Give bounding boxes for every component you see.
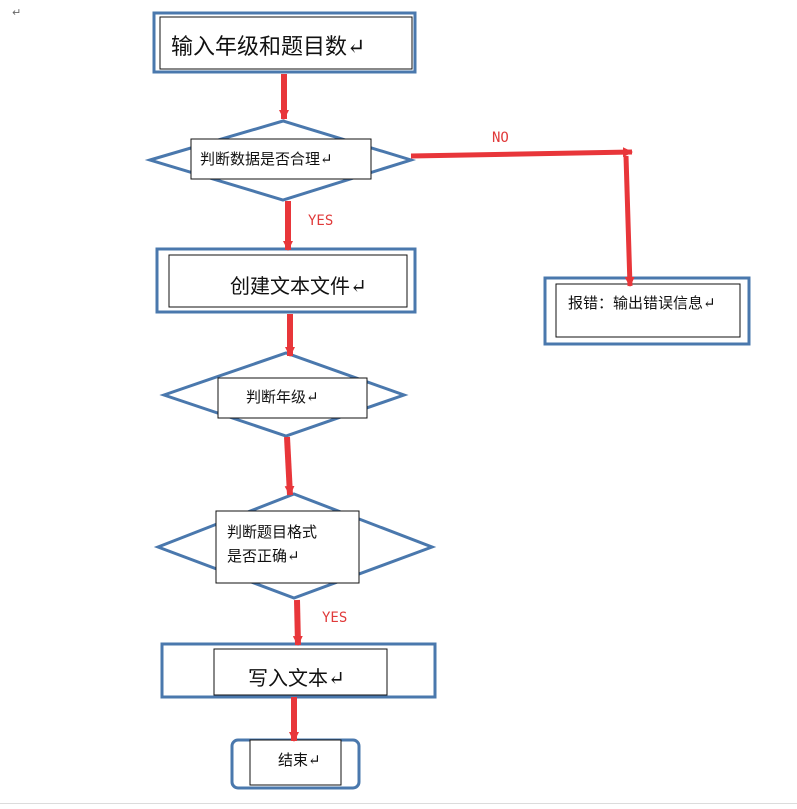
decision-check-data-valid: 判断数据是否合理↵ [144, 119, 417, 202]
edge-label-yes-1: YES [308, 213, 333, 229]
node-end: 结束↵ [230, 738, 361, 790]
decision-check-format: 判断题目格式 是否正确↵ [153, 492, 437, 600]
node-create-text-file: 创建文本文件↵ [155, 247, 417, 314]
node-inner-frame [213, 648, 388, 696]
node-inner-frame [555, 283, 741, 338]
node-label-check-data-valid: 判断数据是否合理↵ [200, 150, 333, 168]
node-label-create-text-file: 创建文本文件↵ [230, 274, 367, 298]
arrow-no-right [410, 147, 633, 159]
node-write-text: 写入文本↵ [160, 642, 437, 699]
arrow-no-to-report-error [623, 155, 635, 287]
decision-text-box [190, 138, 372, 180]
node-report-error: 报错：输出错误信息↵ [543, 276, 751, 346]
arrow-yes-to-write-text [292, 599, 303, 646]
node-label-check-grade: 判断年级↵ [246, 388, 319, 406]
edge-label-no: NO [492, 130, 509, 146]
node-label-report-error: 报错：输出错误信息↵ [568, 294, 716, 312]
node-input-grade-count: 输入年级和题目数↵ [152, 11, 417, 74]
edge-label-yes-2: YES [322, 610, 347, 626]
node-inner-frame [159, 16, 413, 70]
paragraph-mark-icon: ↵ [12, 6, 21, 19]
page-bottom-divider [0, 803, 797, 804]
node-label-input-grade-count: 输入年级和题目数↵ [171, 35, 365, 60]
node-inner-frame [249, 739, 342, 786]
node-label-end: 结束↵ [278, 751, 321, 769]
decision-check-grade: 判断年级↵ [159, 351, 409, 438]
flow-arrows [279, 74, 635, 742]
decision-text-box [215, 510, 360, 584]
node-label-check-format-line2: 是否正确↵ [227, 547, 300, 565]
node-label-check-format-line1: 判断题目格式 [227, 523, 317, 541]
decision-text-box [217, 377, 368, 419]
node-label-write-text: 写入文本↵ [248, 666, 345, 690]
arrow-grade-to-check-format [284, 436, 295, 496]
node-inner-frame [168, 254, 408, 308]
